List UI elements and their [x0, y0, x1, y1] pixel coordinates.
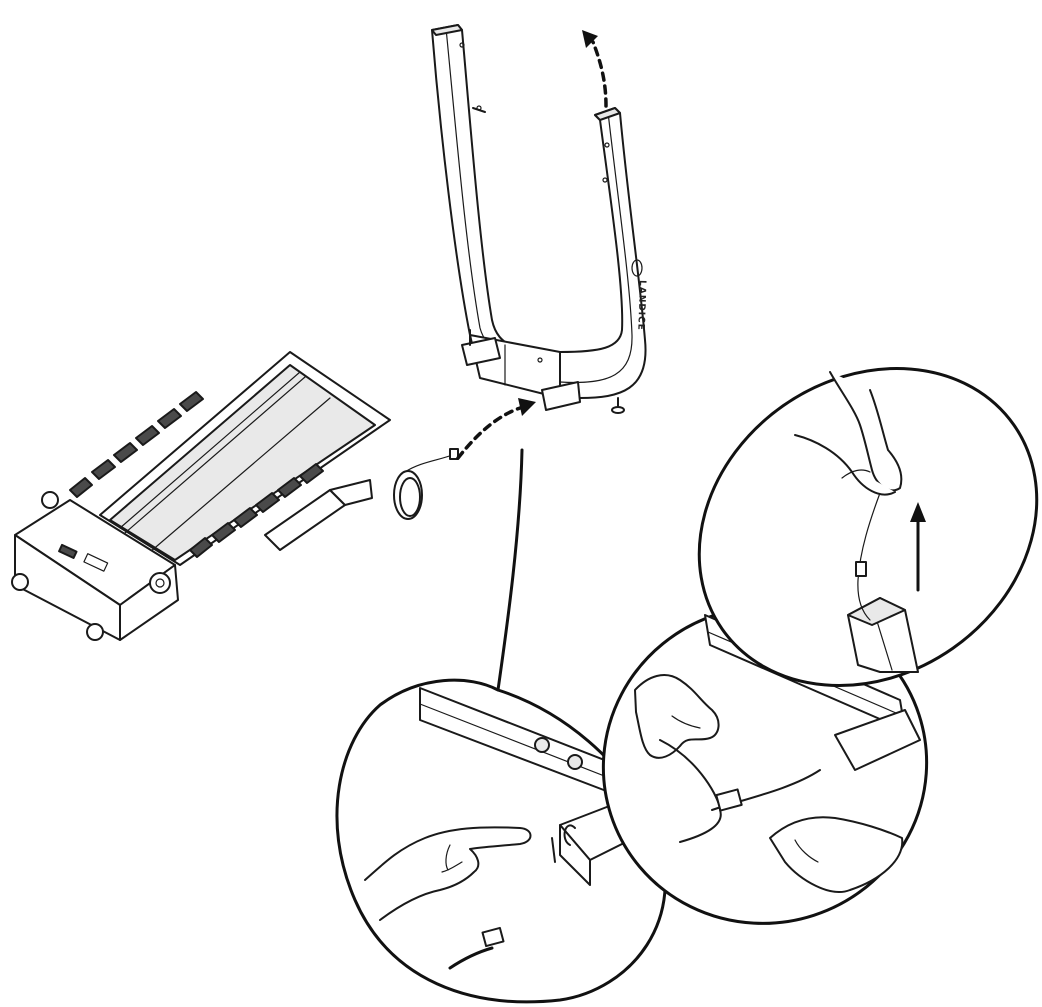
threading-hand-bottom — [769, 816, 904, 893]
pull-up-arrow — [910, 502, 926, 592]
lift-frame-arrow — [582, 30, 608, 108]
frame-logo: LANDICE — [631, 259, 647, 331]
upright-frame: LANDICE — [431, 24, 647, 414]
deck-slats-left — [69, 391, 204, 498]
pulling-hand — [794, 371, 903, 496]
console-cable-coil — [393, 448, 459, 520]
deck-slats-right — [189, 463, 324, 558]
cable-to-frame-arrow — [456, 398, 536, 460]
threading-hand-top — [634, 674, 720, 759]
pointing-hand — [364, 826, 532, 921]
treadmill-base — [11, 351, 459, 641]
detail-view-3 — [697, 367, 1039, 687]
frame-logo-text: LANDICE — [635, 280, 647, 331]
